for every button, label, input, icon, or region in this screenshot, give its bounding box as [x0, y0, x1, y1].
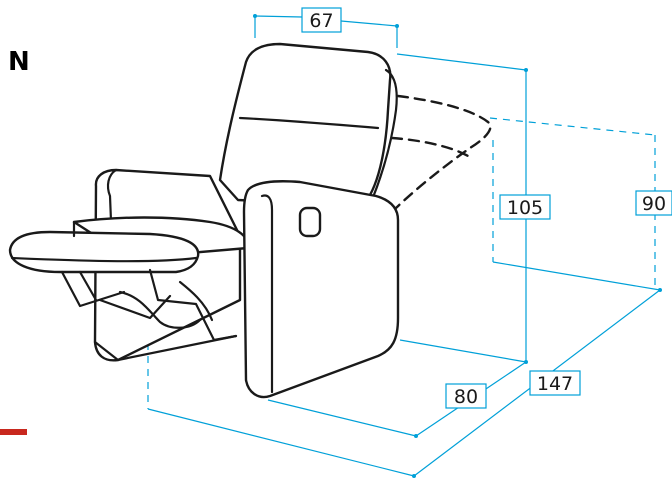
- dim-height-reclined: 90: [635, 190, 672, 216]
- dim-depth-upright: 80: [445, 383, 487, 409]
- width-top-label: 67: [309, 10, 333, 32]
- dim-width-top: 67: [301, 7, 342, 33]
- depth-upright-label: 80: [454, 386, 478, 408]
- height-total-label: 105: [507, 197, 543, 219]
- dim-height-total: 105: [499, 194, 551, 220]
- dim-depth-reclined: 147: [529, 370, 581, 396]
- recliner-chair: [8, 42, 492, 399]
- recline-handle: [298, 206, 322, 238]
- depth-reclined-label: 147: [537, 373, 573, 395]
- corner-letter: N: [8, 47, 30, 77]
- height-reclined-label: 90: [642, 193, 666, 215]
- accent-bar: [0, 429, 27, 435]
